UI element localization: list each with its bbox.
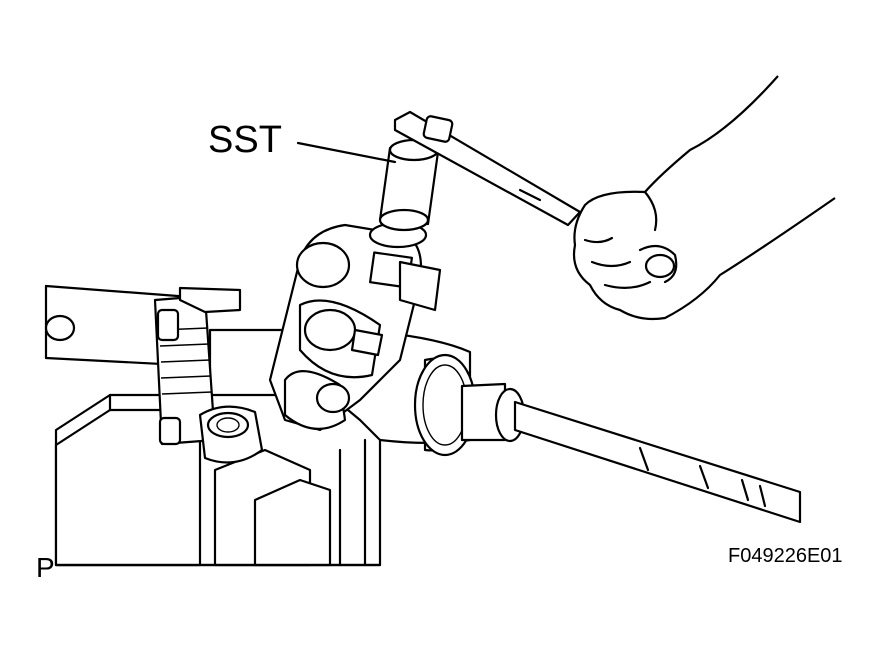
pinion-valve-housing — [268, 221, 442, 432]
gear-mount-body — [54, 393, 382, 567]
rack-end-and-rod — [413, 353, 802, 524]
figure-code: F049226E01 — [728, 545, 843, 567]
hand — [572, 75, 836, 321]
sst-leader-line — [296, 141, 397, 164]
sst-label: SST — [208, 119, 282, 161]
corner-mark: P — [36, 552, 55, 583]
clamp-bracket — [153, 286, 264, 464]
sst-socket-wrench — [378, 110, 582, 232]
